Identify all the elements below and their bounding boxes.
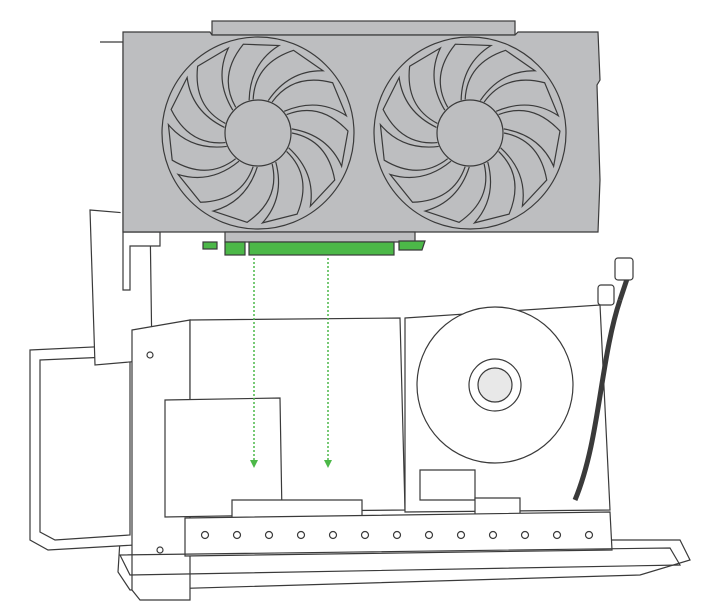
fan-blade [167,122,237,171]
rail-hole [584,530,594,540]
fan-blade [439,43,494,108]
fan-blade [286,109,349,169]
rail-hole [296,530,306,540]
fan-blade [260,150,304,224]
fan-icon [373,36,567,230]
fan-blade [271,79,348,118]
fan-blade [252,49,325,101]
rail-hole [520,530,530,540]
fan-blade [382,75,438,144]
rail-hole [200,530,210,540]
fan-blade [408,46,446,124]
fan-blade [464,49,537,101]
fan-blade [423,163,487,223]
rail-hole [328,530,338,540]
enclosure-front-frame [131,319,191,601]
rail-hole [232,530,242,540]
fan-blade [196,46,234,124]
card-shroud [122,31,601,233]
fan-blade [170,75,226,144]
card-pcb-edge [224,231,416,243]
fan-blade [211,163,275,223]
rail-hole [360,530,370,540]
rail-hole [264,530,274,540]
down-arrow-icon [250,460,258,468]
rail-hole [552,530,562,540]
enclosure-left-panel [29,344,136,551]
fan-blade [483,79,560,118]
power-connector [419,469,476,501]
cable [572,299,623,501]
rail-hole [456,530,466,540]
graphics-card [100,20,601,291]
fan-icon [161,36,355,230]
fan-blade [472,150,516,224]
fan-blade [379,122,449,171]
rail-hole [424,530,434,540]
down-arrow-icon [324,460,332,468]
enclosure [29,209,691,601]
card-top-bar [211,20,516,36]
fan-blade [500,132,548,209]
gpu-pcie-connector [224,241,246,256]
fan-hub [436,99,504,167]
bottom-rail [119,547,682,576]
fan-blade [227,43,282,108]
fan-hub [224,99,292,167]
insertion-arrows [250,258,332,468]
fan-blade [288,132,336,209]
rail-hole [488,530,498,540]
fan-blade [388,160,466,203]
rail-hole [392,530,402,540]
fan-blade [176,160,254,203]
riser-card [164,397,283,518]
fan-blade [498,109,561,169]
